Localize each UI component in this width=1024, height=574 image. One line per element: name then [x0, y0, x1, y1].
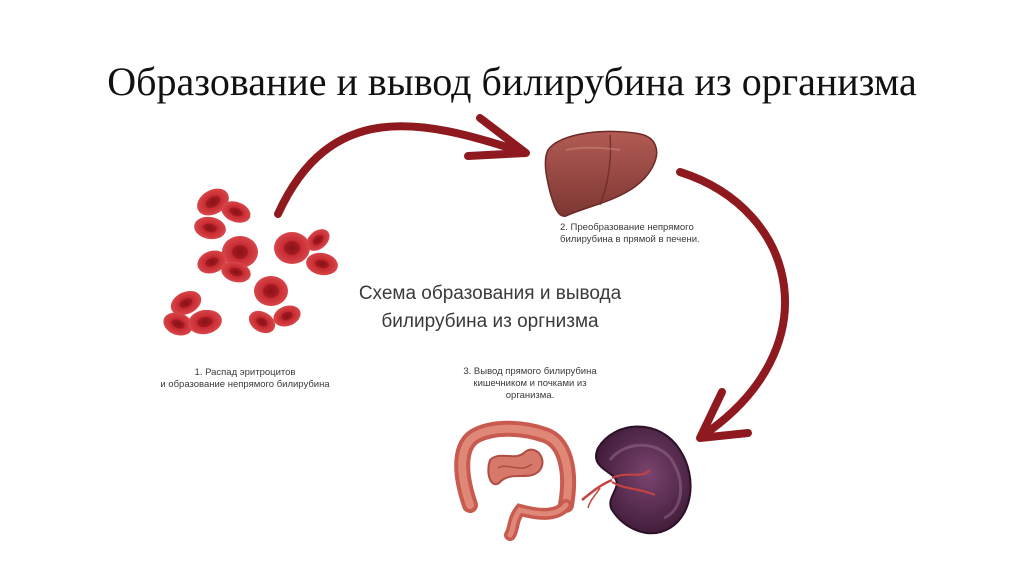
step3-line3: организма.	[505, 390, 555, 401]
erythrocyte-icon	[273, 305, 301, 327]
diagram-center-caption: Схема образования и вывода билирубина из…	[300, 280, 680, 336]
erythrocyte-icon	[188, 309, 222, 335]
erythrocyte-icon	[306, 229, 330, 251]
erythrocyte-icon	[163, 312, 193, 336]
step2-caption: 2. Преобразование непрямого билирубина в…	[560, 222, 750, 246]
step3-caption: 3. Вывод прямого билирубина кишечником и…	[435, 366, 625, 402]
erythrocyte-icon	[197, 188, 229, 216]
erythrocyte-icon	[197, 250, 227, 274]
intestine-icon	[454, 420, 577, 541]
erythrocyte-icon	[170, 290, 202, 316]
slide-title: Образование и вывод билирубина из органи…	[107, 59, 917, 104]
erythrocyte-icon	[221, 261, 251, 283]
erythrocyte-icon	[306, 252, 338, 276]
arrow-cells-to-liver	[274, 114, 530, 218]
center-caption-line1: Схема образования и вывода	[358, 283, 622, 304]
erythrocytes-cluster	[163, 188, 338, 336]
arrow-liver-to-excretion	[676, 168, 789, 442]
erythrocyte-icon	[222, 236, 258, 268]
step1-line1: 1. Распад эритроцитов	[194, 367, 296, 378]
step1-line2: и образование непрямого билирубина	[160, 379, 330, 390]
erythrocyte-icon	[254, 276, 288, 306]
erythrocyte-icon	[248, 310, 276, 334]
erythrocyte-icon	[194, 216, 226, 240]
liver-icon	[544, 130, 658, 217]
step2-line1: 2. Преобразование непрямого	[560, 222, 694, 233]
step3-line2: кишечником и почками из	[473, 378, 587, 389]
kidney-icon	[581, 425, 692, 535]
erythrocyte-icon	[221, 201, 251, 223]
step1-caption: 1. Распад эритроцитов и образование непр…	[130, 367, 360, 391]
step3-line1: 3. Вывод прямого билирубина	[463, 366, 597, 377]
step2-line2: билирубина в прямой в печени.	[560, 234, 700, 245]
center-caption-line2: билирубина из оргнизма	[381, 311, 599, 332]
erythrocyte-icon	[274, 232, 310, 264]
